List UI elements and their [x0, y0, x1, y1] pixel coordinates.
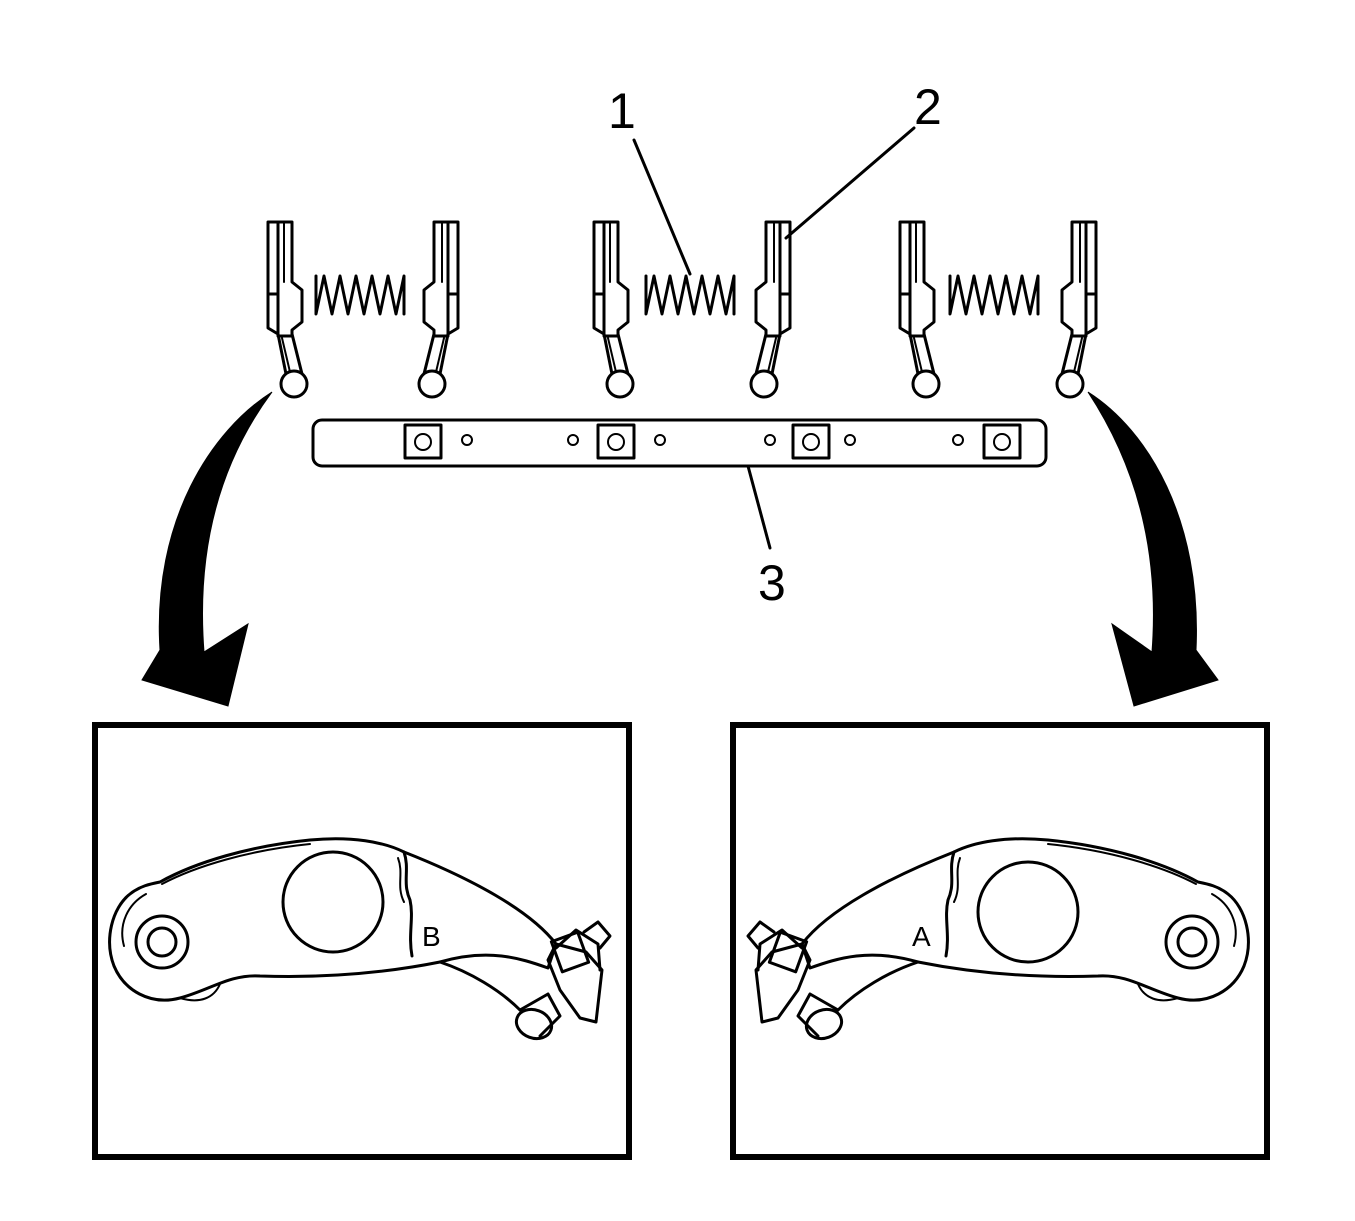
leader-line-1 — [632, 138, 692, 276]
leader-line-3 — [746, 464, 772, 550]
leader-line-2 — [784, 126, 916, 240]
inset-left: B — [92, 722, 632, 1160]
inset-right: A — [730, 722, 1270, 1160]
inset-right-mark: A — [912, 921, 931, 952]
callout-1: 1 — [608, 83, 636, 139]
rocker-shaft — [311, 418, 1048, 468]
inset-left-mark: B — [422, 921, 441, 952]
rocker-arm-set-center — [592, 220, 790, 399]
curved-arrow-left — [141, 391, 273, 707]
rocker-arm-set-left — [266, 220, 458, 399]
callout-3: 3 — [758, 555, 786, 611]
curved-arrow-right — [1087, 391, 1219, 707]
rocker-arm-set-right — [898, 220, 1096, 399]
spring-left — [314, 274, 406, 316]
spring-right — [948, 274, 1040, 316]
callout-2: 2 — [914, 79, 942, 135]
spring-center — [644, 274, 736, 316]
